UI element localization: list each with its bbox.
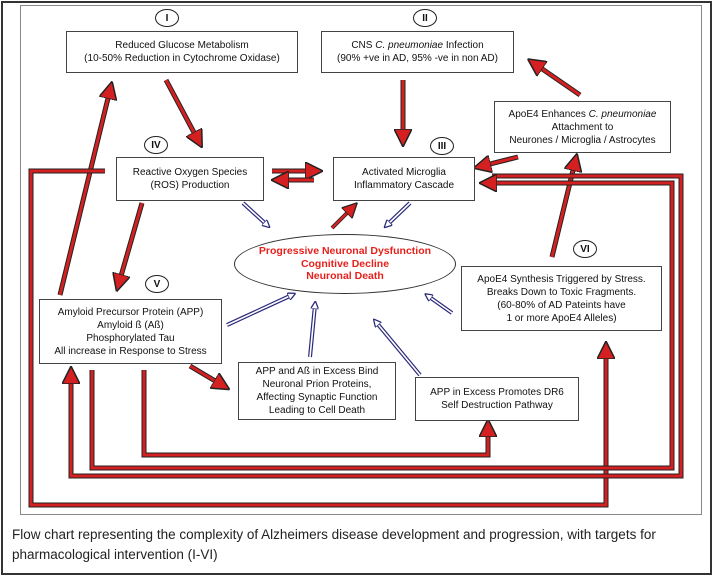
app-line3: Phosphorylated Tau (86, 332, 175, 344)
ros-line1: Reactive Oxygen Species (132, 167, 248, 178)
glucose-line2: (10-50% Reduction in Cytochrome Oxidase) (84, 53, 280, 64)
apoe4-syn-line4: 1 or more ApoE4 Alleles) (506, 312, 617, 324)
arrow-microglia-to-outcome (387, 201, 412, 225)
cpn-line1-species: C. pneumoniae (375, 40, 444, 51)
box-apoe4-synthesis: ApoE4 Synthesis Triggered by Stress. Bre… (461, 266, 662, 331)
arrow-glucose-to-ros (163, 78, 198, 140)
box-glucose-metabolism: Reduced Glucose Metabolism (10-50% Reduc… (66, 31, 298, 73)
loop-app-to-dr6 (141, 370, 488, 458)
dr6-line2: Self Destruction Pathway (441, 400, 553, 411)
prion-line1: APP and Aß in Excess Bind (255, 366, 379, 377)
arrow-ros-to-outcome (241, 201, 267, 225)
arrow-app-to-prion (188, 363, 222, 385)
arrow-ros-to-app (119, 202, 145, 283)
apoe4-enh-line1: ApoE4 Enhances C. pneumoniae (509, 108, 657, 121)
loop-ros-feedback (28, 168, 606, 508)
cpn-line1-pre: CNS (351, 40, 376, 51)
cpn-line2: (90% +ve in AD, 95% -ve in non AD) (337, 53, 498, 64)
box-amyloid-precursor: Amyloid Precursor Protein (APP) Amyloid … (39, 299, 222, 364)
apoe4-enh-line1-pre: ApoE4 Enhances (508, 108, 589, 120)
target-label-i: I (155, 9, 179, 27)
arrow-apoe4-to-cpn (535, 64, 582, 98)
arrow-app-to-glucose (57, 90, 110, 296)
apoe4-syn-line2: Breaks Down to Toxic Fragments. (486, 286, 637, 298)
target-label-iii: III (430, 137, 454, 155)
box-apoe4-enhances: ApoE4 Enhances C. pneumoniae Attachment … (494, 101, 671, 153)
apoe4-enh-line3: Neurones / Microglia / Astrocytes (509, 134, 656, 146)
cpn-line1: CNS C. pneumoniae Infection (351, 39, 483, 52)
target-label-ii: II (413, 9, 437, 27)
red-arrows (28, 64, 684, 508)
arrow-dr6-to-outcome (376, 322, 422, 377)
apoe4-syn-line3: (60-80% of AD Pateints have (497, 299, 626, 311)
box-activated-microglia: Activated Microglia Inflammatory Cascade (333, 157, 475, 201)
prion-line2: Neuronal Prion Proteins, (262, 379, 372, 390)
glucose-line1: Reduced Glucose Metabolism (115, 40, 249, 51)
microglia-line2: Inflammatory Cascade (353, 180, 455, 191)
outcome-ellipse: Progressive Neuronal Dysfunction Cogniti… (234, 234, 456, 294)
box-prion-binding: APP and Aß in Excess Bind Neuronal Prion… (238, 362, 396, 420)
blue-arrows (226, 201, 454, 377)
box-dr6-pathway: APP in Excess Promotes DR6 Self Destruct… (415, 377, 579, 421)
apoe4-enh-line2: Attachment to (551, 121, 614, 133)
box-cpneumoniae-infection: CNS C. pneumoniae Infection (90% +ve in … (321, 31, 514, 73)
dr6-line1: APP in Excess Promotes DR6 (430, 387, 564, 398)
target-label-iv: IV (144, 136, 168, 154)
app-line4: All increase in Response to Stress (54, 345, 207, 357)
app-line2: Amyloid ß (Aß) (97, 319, 164, 331)
outcome-line3: Neuronal Death (306, 270, 384, 283)
box-ros-production: Reactive Oxygen Species (ROS) Production (116, 157, 264, 201)
figure-caption: Flow chart representing the complexity o… (12, 527, 656, 562)
arrow-apoe4synth-to-outcome (428, 296, 454, 315)
target-label-v: V (145, 275, 169, 293)
diagram-frame (20, 5, 702, 515)
outcome-line2: Cognitive Decline (300, 257, 390, 270)
prion-line3: Affecting Synaptic Function (256, 392, 378, 403)
target-label-vi: VI (573, 240, 597, 258)
arrow-apoe4-to-microglia (482, 154, 519, 166)
loop-microglia-to-app (71, 173, 684, 479)
app-line1: Amyloid Precursor Protein (APP) (57, 306, 204, 318)
loop-app-to-microglia (89, 183, 675, 471)
apoe4-enh-line1-species: C. pneumoniae (588, 108, 657, 120)
arrow-prion-to-outcome (308, 305, 315, 358)
arrow-outcome-to-microglia (330, 208, 352, 230)
microglia-line1: Activated Microglia (362, 167, 446, 178)
ros-line2: (ROS) Production (150, 180, 230, 191)
arrow-app-to-outcome (226, 295, 292, 327)
cpn-line1-post: Infection (443, 40, 484, 51)
outcome-line1: Progressive Neuronal Dysfunction (258, 245, 432, 258)
apoe4-syn-line1: ApoE4 Synthesis Triggered by Stress. (477, 273, 646, 285)
prion-line4: Leading to Cell Death (268, 405, 366, 416)
